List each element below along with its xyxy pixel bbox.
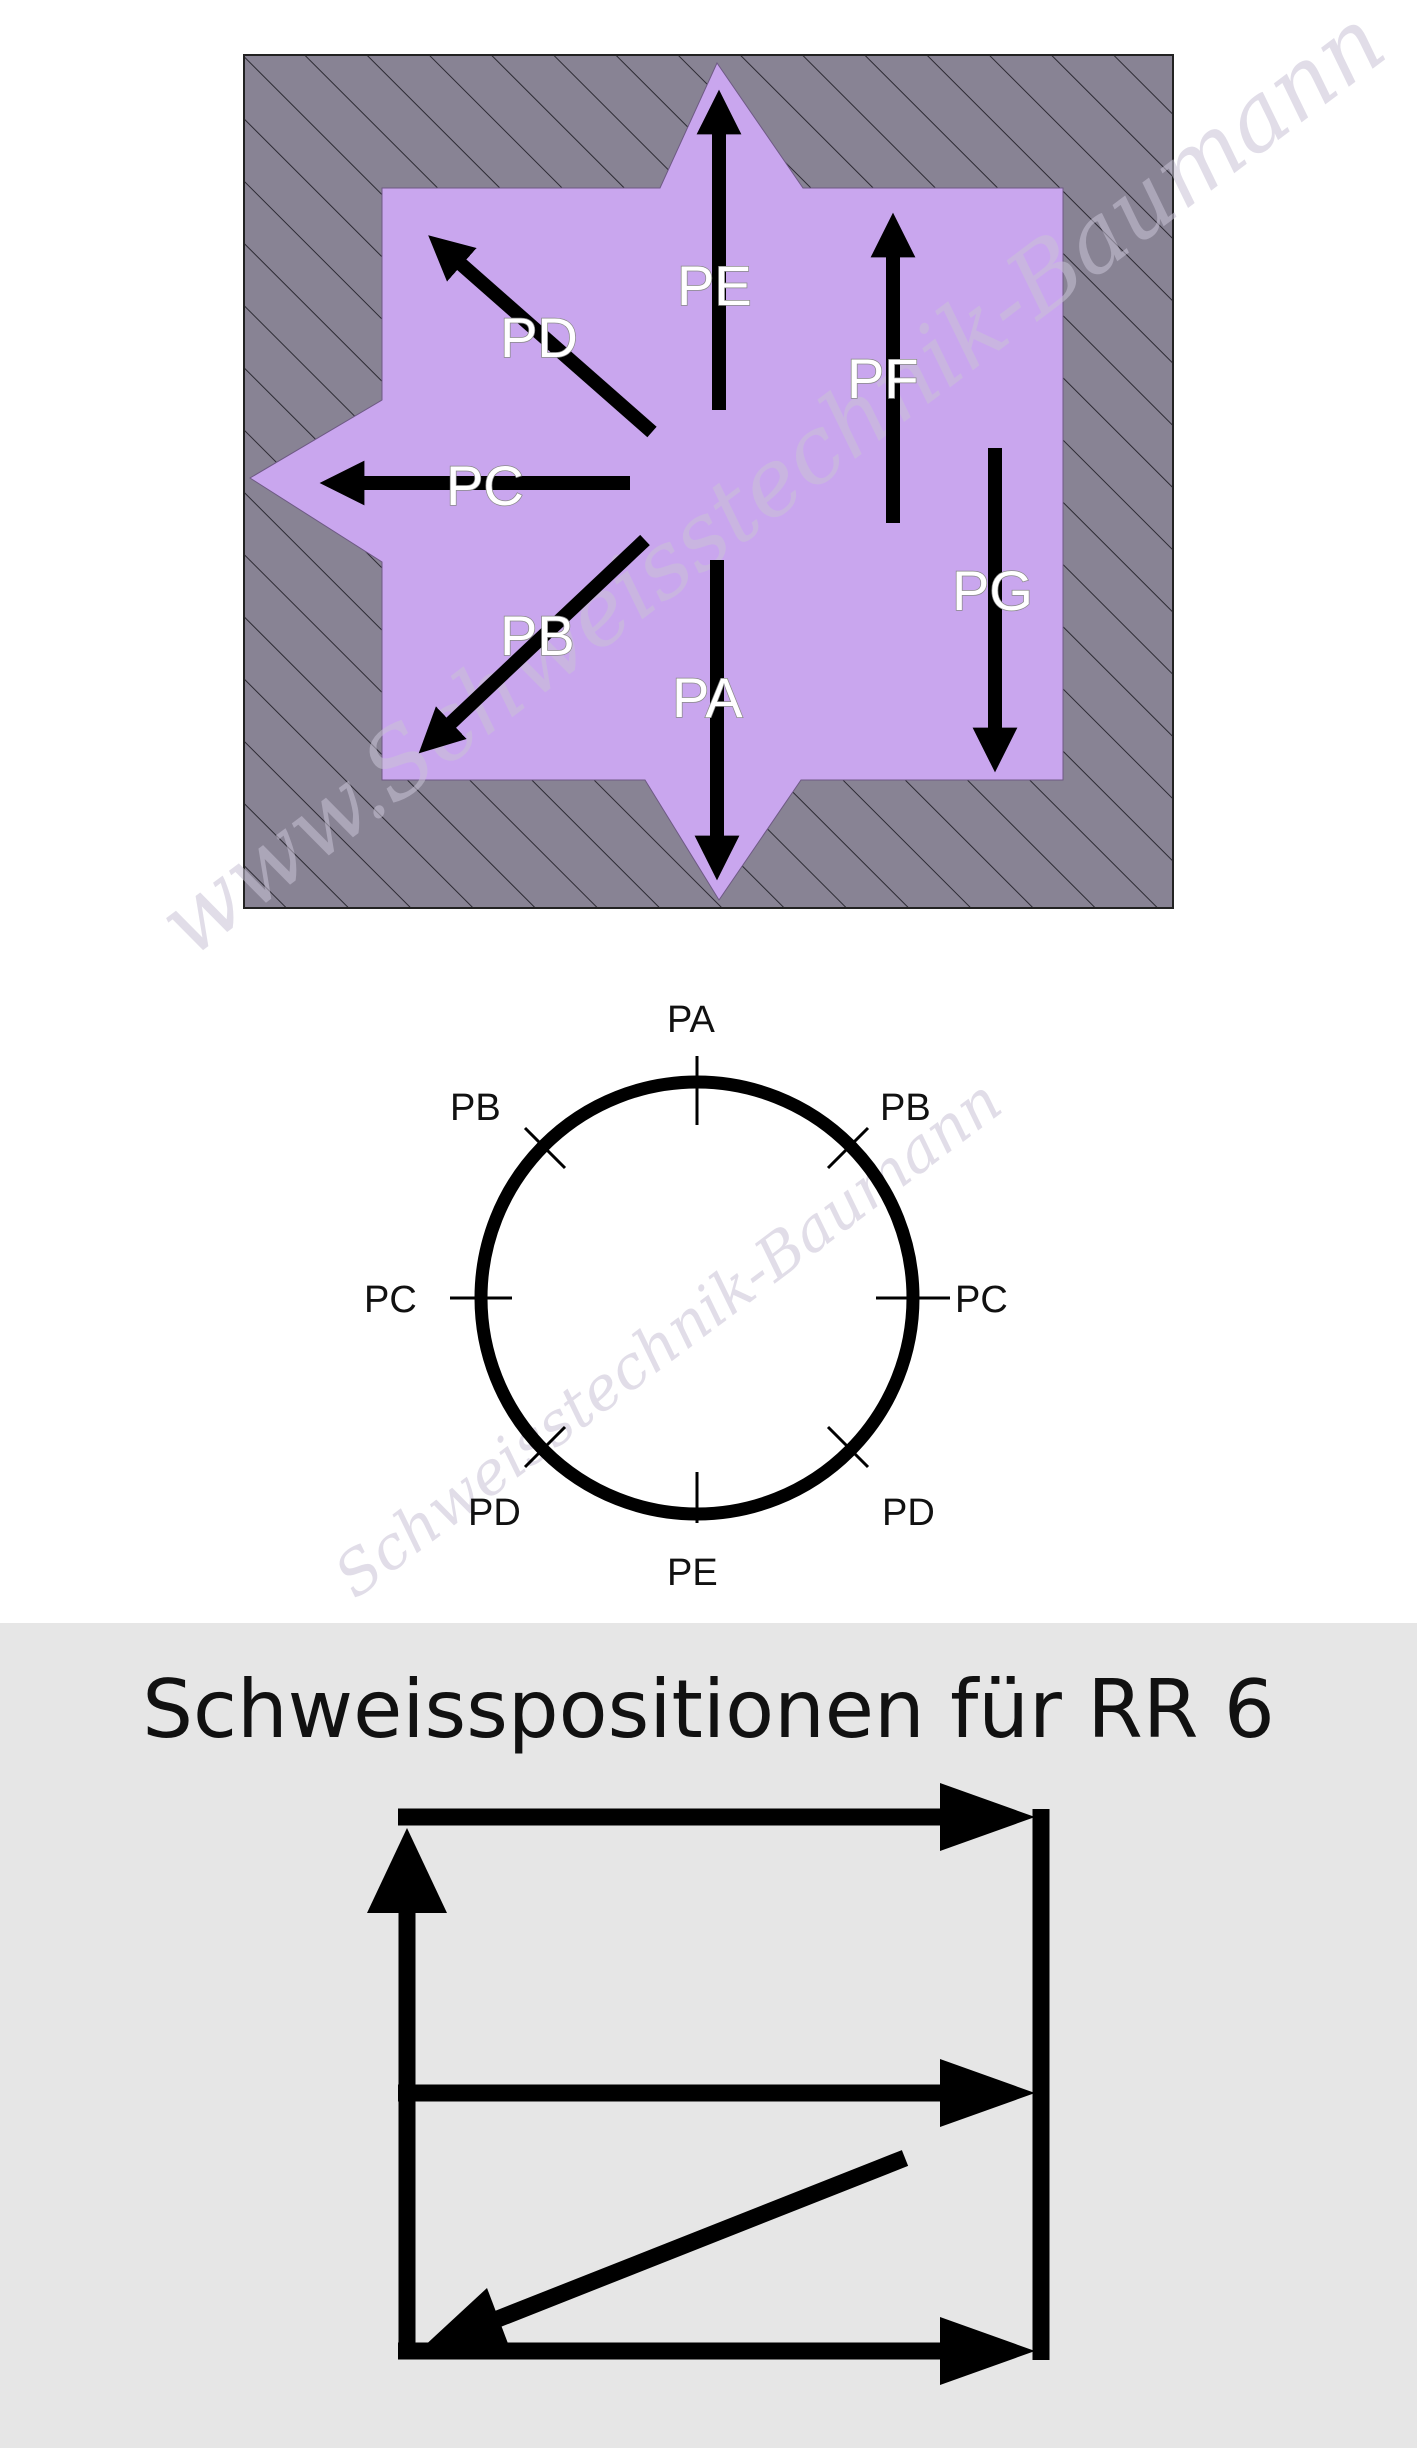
welding-positions-plate-diagram: www.Schweisstechnik-Baumann PE PD PF PC … bbox=[0, 0, 1417, 960]
circle-label-top: PA bbox=[667, 999, 716, 1041]
tick-upper-left bbox=[523, 1126, 567, 1170]
sequence-diagram-svg bbox=[367, 1783, 1050, 2385]
arrow-pd-upleft bbox=[428, 235, 657, 438]
arrowhead-right-bottom bbox=[940, 2317, 1035, 2385]
arrowhead-up bbox=[367, 1828, 447, 1913]
panel-title: Schweisspositionen für RR 6 bbox=[142, 1663, 1275, 1756]
label-pc: PC bbox=[446, 454, 524, 517]
circle-label-lower-right: PD bbox=[882, 1492, 935, 1534]
arrowhead-diagonal bbox=[420, 2288, 512, 2354]
plate-diagram-svg: www.Schweisstechnik-Baumann PE PD PF PC … bbox=[139, 0, 1404, 960]
circle-label-right: PC bbox=[955, 1279, 1008, 1321]
rr6-sequence-panel: Schweisspositionen für RR 6 bbox=[0, 1623, 1417, 2448]
arrowhead-right-top bbox=[940, 1783, 1035, 1851]
circle-label-bottom: PE bbox=[667, 1552, 718, 1594]
label-pg: PG bbox=[952, 559, 1033, 622]
label-pf: PF bbox=[847, 347, 919, 410]
label-pb: PB bbox=[500, 604, 575, 667]
label-pd: PD bbox=[500, 306, 578, 369]
circle-label-upper-right: PB bbox=[880, 1087, 931, 1129]
pipe-diagram-svg: Schweisstechnik-Baumann PA PB PB PC PC P… bbox=[322, 999, 1015, 1612]
circle-label-upper-left: PB bbox=[450, 1087, 501, 1129]
tick-upper-right bbox=[826, 1126, 870, 1170]
sequence-line-diagonal bbox=[476, 2150, 909, 2334]
label-pa: PA bbox=[672, 666, 743, 729]
tick-lower-left bbox=[523, 1425, 567, 1469]
label-pe: PE bbox=[677, 254, 752, 317]
welding-positions-pipe-diagram: Schweisstechnik-Baumann PA PB PB PC PC P… bbox=[0, 960, 1417, 1623]
arrow-pb-downleft bbox=[418, 534, 650, 754]
circle-label-left: PC bbox=[364, 1279, 417, 1321]
arrowhead-right-middle bbox=[940, 2059, 1035, 2127]
tick-lower-right bbox=[826, 1425, 870, 1469]
circle-label-lower-left: PD bbox=[468, 1492, 521, 1534]
